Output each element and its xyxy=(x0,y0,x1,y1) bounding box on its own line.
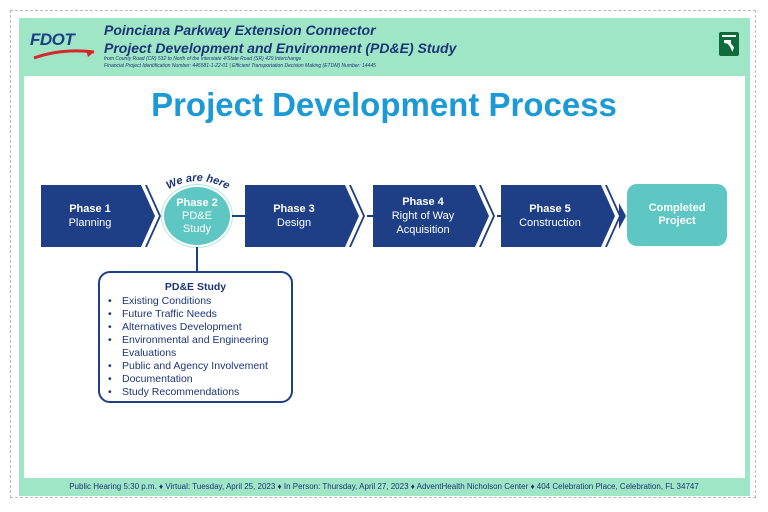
phase-5-arrow-icon xyxy=(599,185,626,247)
fdot-logo: FDOT xyxy=(30,30,96,60)
phase-1-number: Phase 1 xyxy=(69,203,111,215)
florida-turnpike-badge-icon xyxy=(719,32,739,56)
phase-4-label-line1: Right of Way xyxy=(391,210,455,222)
list-item: •Future Traffic Needs xyxy=(108,308,217,320)
phase-4-arrow-icon xyxy=(473,185,495,247)
phase-1-label: Planning xyxy=(68,217,112,229)
phase-5-box: Phase 5 Construction xyxy=(501,185,599,247)
page-border xyxy=(10,10,756,498)
phase-3-number: Phase 3 xyxy=(273,203,315,215)
pde-study-list: •Existing Conditions •Future Traffic Nee… xyxy=(106,295,269,399)
phase-3-label: Design xyxy=(276,217,312,229)
list-item: •Study Recommendations xyxy=(108,386,240,398)
phase-4-number: Phase 4 xyxy=(402,196,444,208)
pde-study-title: PD&E Study xyxy=(164,281,227,293)
completed-line1: Completed xyxy=(648,202,706,214)
phase-5-number: Phase 5 xyxy=(529,203,571,215)
completed-project-box: Completed Project xyxy=(627,184,727,246)
pde-connector-line xyxy=(196,247,198,272)
phase-2-label-line1: PD&E xyxy=(182,209,212,222)
phase-1-arrow-icon xyxy=(139,185,161,247)
phase-4-label-line2: Acquisition xyxy=(396,224,450,236)
pde-study-box: PD&E Study •Existing Conditions •Future … xyxy=(98,271,293,403)
phase-5-label: Construction xyxy=(519,217,581,229)
connector-3-4 xyxy=(367,215,373,217)
list-item: •Documentation xyxy=(108,373,193,385)
connector-4-5 xyxy=(497,215,501,217)
header-subtitle-line1: from County Road (CR) 532 to North of th… xyxy=(104,56,302,62)
header-title-line2: Project Development and Environment (PD&… xyxy=(104,40,457,56)
phase-4-box: Phase 4 Right of Way Acquisition xyxy=(373,185,473,247)
header-subtitle-line2: Financial Project Identification Number:… xyxy=(104,63,376,69)
phase-2-label-line2: Study xyxy=(182,222,212,235)
fdot-logo-text: FDOT xyxy=(30,30,75,49)
phase-3-box: Phase 3 Design xyxy=(245,185,343,247)
completed-line2: Project xyxy=(658,215,696,227)
phase-3-arrow-icon xyxy=(343,185,365,247)
connector-2-3 xyxy=(232,215,245,217)
list-item: •Public and Agency Involvement xyxy=(108,360,268,372)
list-item: •Existing Conditions xyxy=(108,295,212,307)
list-item: •Alternatives Development xyxy=(108,321,242,333)
footer-hearing-info: Public Hearing 5:30 p.m. ♦ Virtual: Tues… xyxy=(69,482,699,491)
phase-1-box: Phase 1 Planning xyxy=(41,185,139,247)
header-title-line1: Poinciana Parkway Extension Connector xyxy=(104,22,376,38)
phase-2-number: Phase 2 xyxy=(176,196,218,209)
main-title: Project Development Process xyxy=(151,86,617,123)
fdot-swoosh-icon xyxy=(33,49,95,60)
phase-2-circle: Phase 2 PD&E Study xyxy=(162,185,232,247)
